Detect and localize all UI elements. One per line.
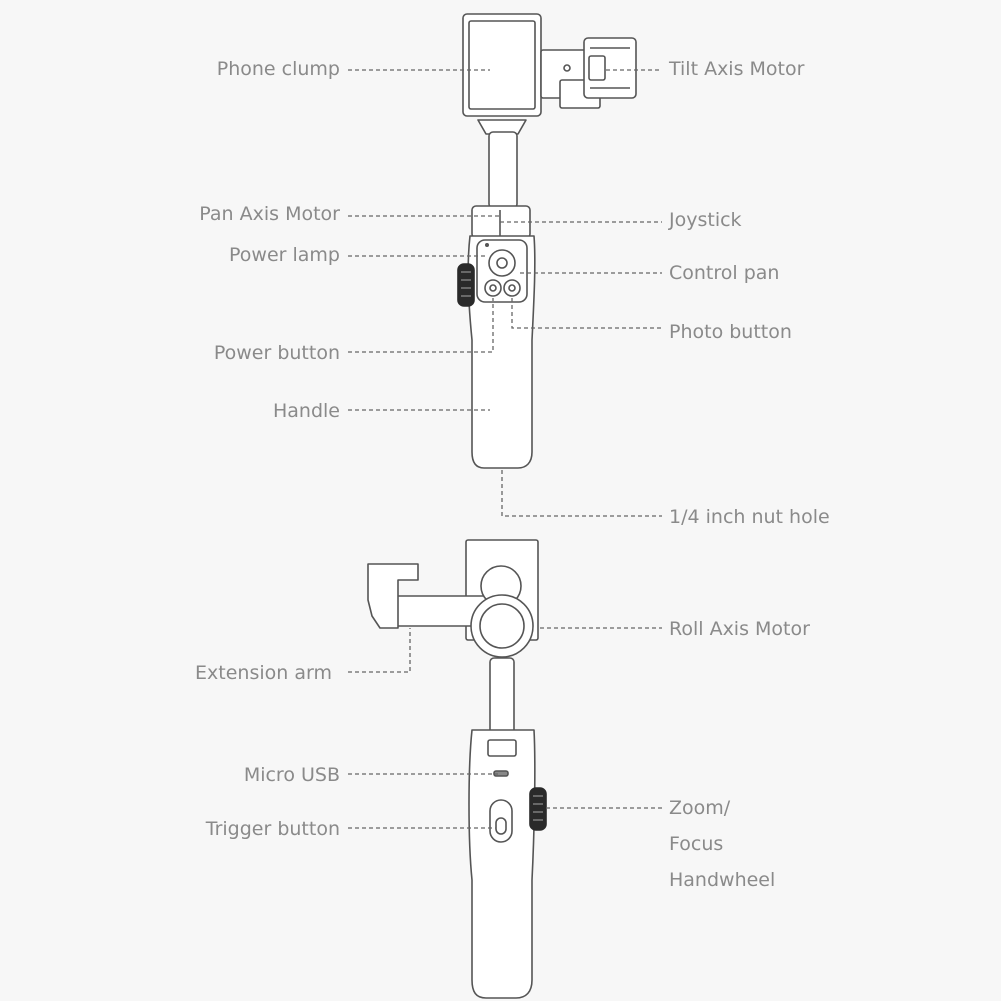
power-lamp — [485, 243, 489, 247]
front-zoom-wheel — [457, 263, 475, 307]
label-zoom-line2: Focus — [669, 833, 724, 855]
label-extension-arm: Extension arm — [195, 662, 332, 684]
leader-lines — [348, 69, 662, 829]
trigger-button — [489, 799, 513, 843]
label-joystick: Joystick — [669, 209, 742, 231]
label-trigger-button: Trigger button — [205, 818, 340, 840]
label-photo-button: Photo button — [669, 321, 792, 343]
label-zoom-line3: Handwheel — [669, 869, 776, 891]
back-gimbal — [367, 539, 547, 999]
power-button — [484, 279, 502, 297]
joystick — [488, 249, 516, 277]
label-phone-clump: Phone clump — [216, 58, 340, 80]
zoom-handwheel — [529, 787, 547, 831]
label-nut-hole: 1/4 inch nut hole — [669, 506, 830, 528]
label-power-lamp: Power lamp — [229, 244, 340, 266]
label-handle: Handle — [272, 400, 340, 422]
label-control-pan: Control pan — [669, 262, 780, 284]
label-roll-axis-motor: Roll Axis Motor — [669, 618, 810, 640]
label-tilt-axis-motor: Tilt Axis Motor — [669, 58, 805, 80]
micro-usb-port — [493, 770, 509, 777]
phone-clamp — [462, 13, 542, 117]
label-zoom-line1: Zoom/ — [669, 797, 731, 819]
front-gimbal — [457, 13, 637, 469]
label-pan-axis-motor: Pan Axis Motor — [199, 203, 340, 225]
label-power-button: Power button — [213, 342, 340, 364]
tilt-axis-motor — [583, 37, 637, 99]
label-micro-usb: Micro USB — [243, 764, 340, 786]
photo-button — [503, 279, 521, 297]
